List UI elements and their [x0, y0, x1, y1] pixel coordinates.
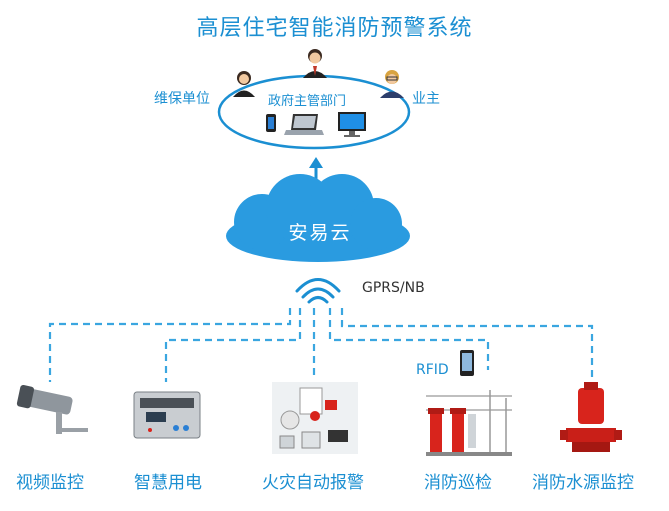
- laptop-icon: [284, 114, 324, 135]
- device-label-water-source: 消防水源监控: [532, 473, 634, 493]
- wifi-signal-icon: [295, 278, 341, 304]
- dashed-connectors: [48, 308, 594, 382]
- government-dept-label: 政府主管部门: [268, 94, 347, 109]
- fire-pump-station-icon: [426, 390, 512, 456]
- owner-label: 业主: [412, 91, 440, 107]
- rfid-label: RFID: [416, 362, 449, 378]
- electric-meter-icon: [133, 391, 201, 439]
- device-label-inspection: 消防巡检: [424, 473, 492, 493]
- device-label-electric: 智慧用电: [134, 473, 202, 493]
- network-label: GPRS/NB: [362, 280, 425, 296]
- maintenance-person-icon: [233, 71, 255, 97]
- cloud-shape: [226, 174, 410, 262]
- maintenance-unit-label: 维保单位: [154, 91, 210, 107]
- camera-icon: [16, 384, 88, 434]
- fire-alarm-icon: [272, 382, 358, 454]
- device-label-video: 视频监控: [16, 473, 84, 493]
- device-label-fire-alarm: 火灾自动报警: [262, 473, 364, 493]
- rfid-reader-icon: [460, 350, 474, 376]
- cloud-label: 安易云: [288, 222, 352, 244]
- water-pump-icon: [560, 382, 622, 452]
- phone-icon: [266, 114, 276, 132]
- user-group-ellipse: [217, 74, 411, 150]
- diagram-title: 高层住宅智能消防预警系统: [196, 16, 473, 41]
- owner-person-icon: [380, 70, 404, 98]
- government-person-icon: [303, 49, 327, 78]
- desktop-icon: [338, 112, 366, 137]
